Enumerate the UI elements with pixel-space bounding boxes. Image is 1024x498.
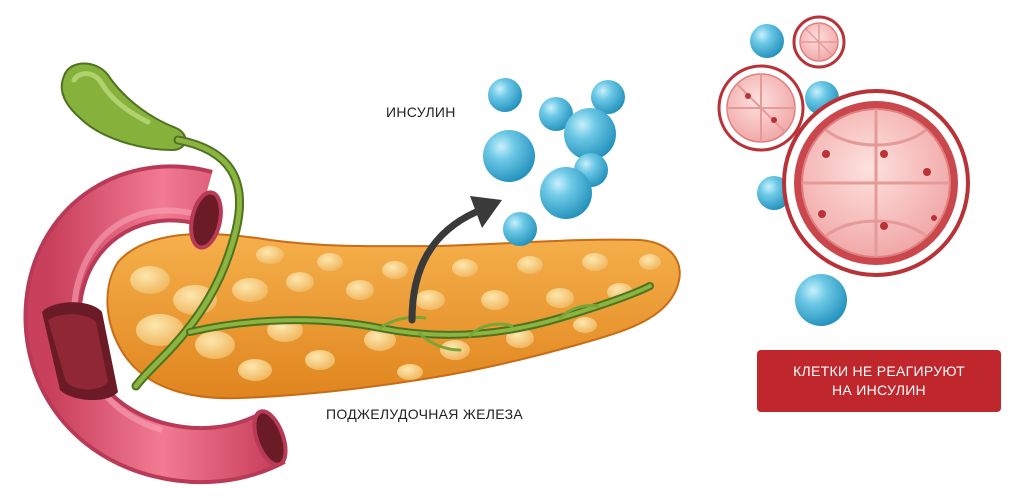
insulin-molecule-icon: [591, 80, 625, 114]
insulin-molecule-icon: [539, 97, 573, 131]
pancreas: [106, 232, 681, 400]
gallbladder: [60, 62, 187, 152]
insulin-molecule-icon: [488, 78, 522, 112]
insulin-molecules: [483, 24, 847, 326]
cells-not-responding-callout: КЛЕТКИ НЕ РЕАГИРУЮТ НА ИНСУЛИН: [757, 350, 1001, 412]
insulin-molecule-icon: [483, 130, 535, 182]
insulin-label: ИНСУЛИН: [386, 104, 456, 120]
bile-duct: [131, 135, 654, 391]
pancreas-lobules: [130, 246, 661, 381]
insulin-molecule-icon: [540, 167, 592, 219]
insulin-molecule-icon: [564, 108, 616, 160]
insulin-molecule-icon: [503, 212, 537, 246]
duodenum: [23, 164, 288, 485]
insulin-molecule-icon: [750, 24, 784, 58]
cell-small: [792, 15, 846, 69]
secretion-arrow: [408, 196, 502, 324]
callout-line-1: КЛЕТКИ НЕ РЕАГИРУЮТ: [793, 363, 965, 379]
callout-line-2: НА ИНСУЛИН: [832, 382, 926, 398]
cell-medium: [717, 64, 805, 152]
pancreas-label: ПОДЖЕЛУДОЧНАЯ ЖЕЛЕЗА: [326, 406, 523, 422]
cell-large: [782, 89, 970, 277]
insulin-molecule-icon: [795, 274, 847, 326]
